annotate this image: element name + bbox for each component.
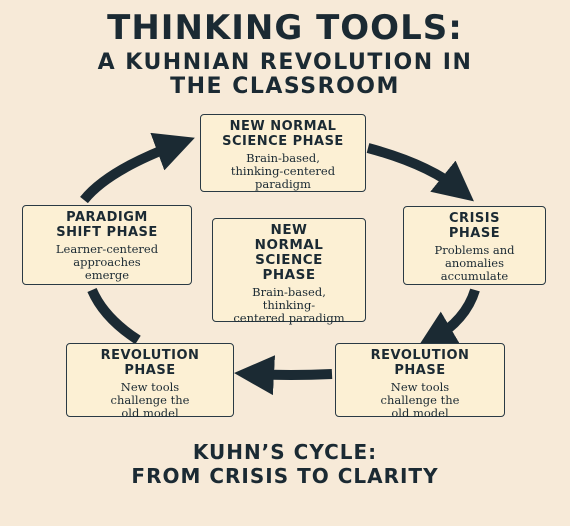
footer-heading: KUHN’S CYCLE:: [192, 440, 378, 464]
page-subtitle-line-1: A KUHNIAN REVOLUTION IN: [97, 50, 473, 75]
arrow-paradigm-to-new-normal: [80, 132, 195, 204]
arrow-new-normal-to-crisis: [366, 143, 474, 202]
arrow-crisis-to-revolution: [416, 288, 480, 350]
page-title: THINKING TOOLS:: [107, 8, 463, 48]
arrow-revolution-right-to-left: [234, 355, 333, 396]
box-description: Brain-based,thinking-centered paradigm: [233, 285, 345, 325]
arrow-revolution-to-paradigm: [87, 287, 141, 345]
footer-subheading: FROM CRISIS TO CLARITY: [131, 464, 439, 488]
page-subtitle-line-2: THE CLASSROOM: [170, 74, 400, 99]
